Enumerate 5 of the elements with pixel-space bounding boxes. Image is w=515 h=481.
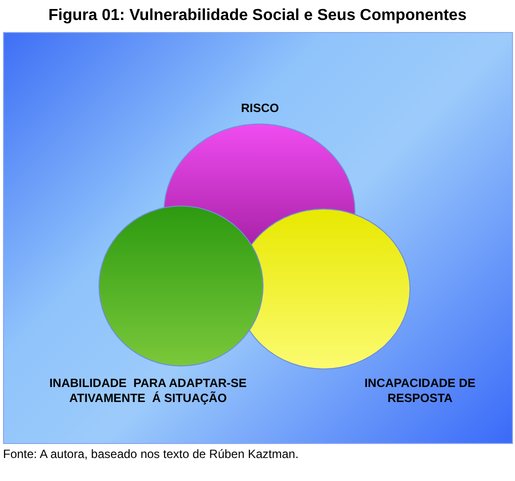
- figure-title: Figura 01: Vulnerabilidade Social e Seus Componentes: [47, 7, 468, 25]
- circle-label: INABILIDADE PARA ADAPTAR-SE ATIVAMENTE Á SITUAÇÃO: [48, 376, 248, 406]
- source-caption: Fonte: A autora, baseado nos texto de Rúben Kaztman.: [3, 447, 299, 461]
- circle-label: RISCO: [240, 101, 280, 116]
- circle-label: INCAPACIDADE DE RESPOSTA: [363, 376, 477, 406]
